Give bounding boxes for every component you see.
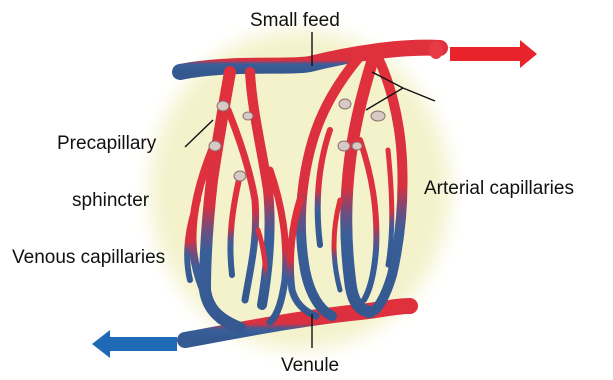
sphincter-ring (243, 112, 253, 120)
label-venous-capillaries: Venous capillaries (12, 248, 165, 267)
sphincter-ring (371, 111, 385, 121)
sphincter-ring (209, 141, 221, 151)
sphincter-ring (339, 99, 351, 109)
label-venule: Venule (281, 356, 339, 375)
label-sphincter: sphincter (72, 191, 149, 210)
feed-end-cap (429, 41, 443, 59)
sphincter-ring (234, 171, 246, 181)
arrow-left-icon (92, 330, 177, 358)
sphincter-ring (352, 142, 362, 150)
label-arterial-capillaries: Arterial capillaries (424, 179, 574, 198)
sphincter-ring (217, 101, 229, 111)
sphincter-ring (338, 141, 350, 151)
venule-end-cap (180, 332, 192, 348)
label-small-feed: Small feed (250, 11, 340, 30)
arrow-right-icon (450, 40, 537, 68)
label-precapillary: Precapillary (57, 134, 156, 153)
